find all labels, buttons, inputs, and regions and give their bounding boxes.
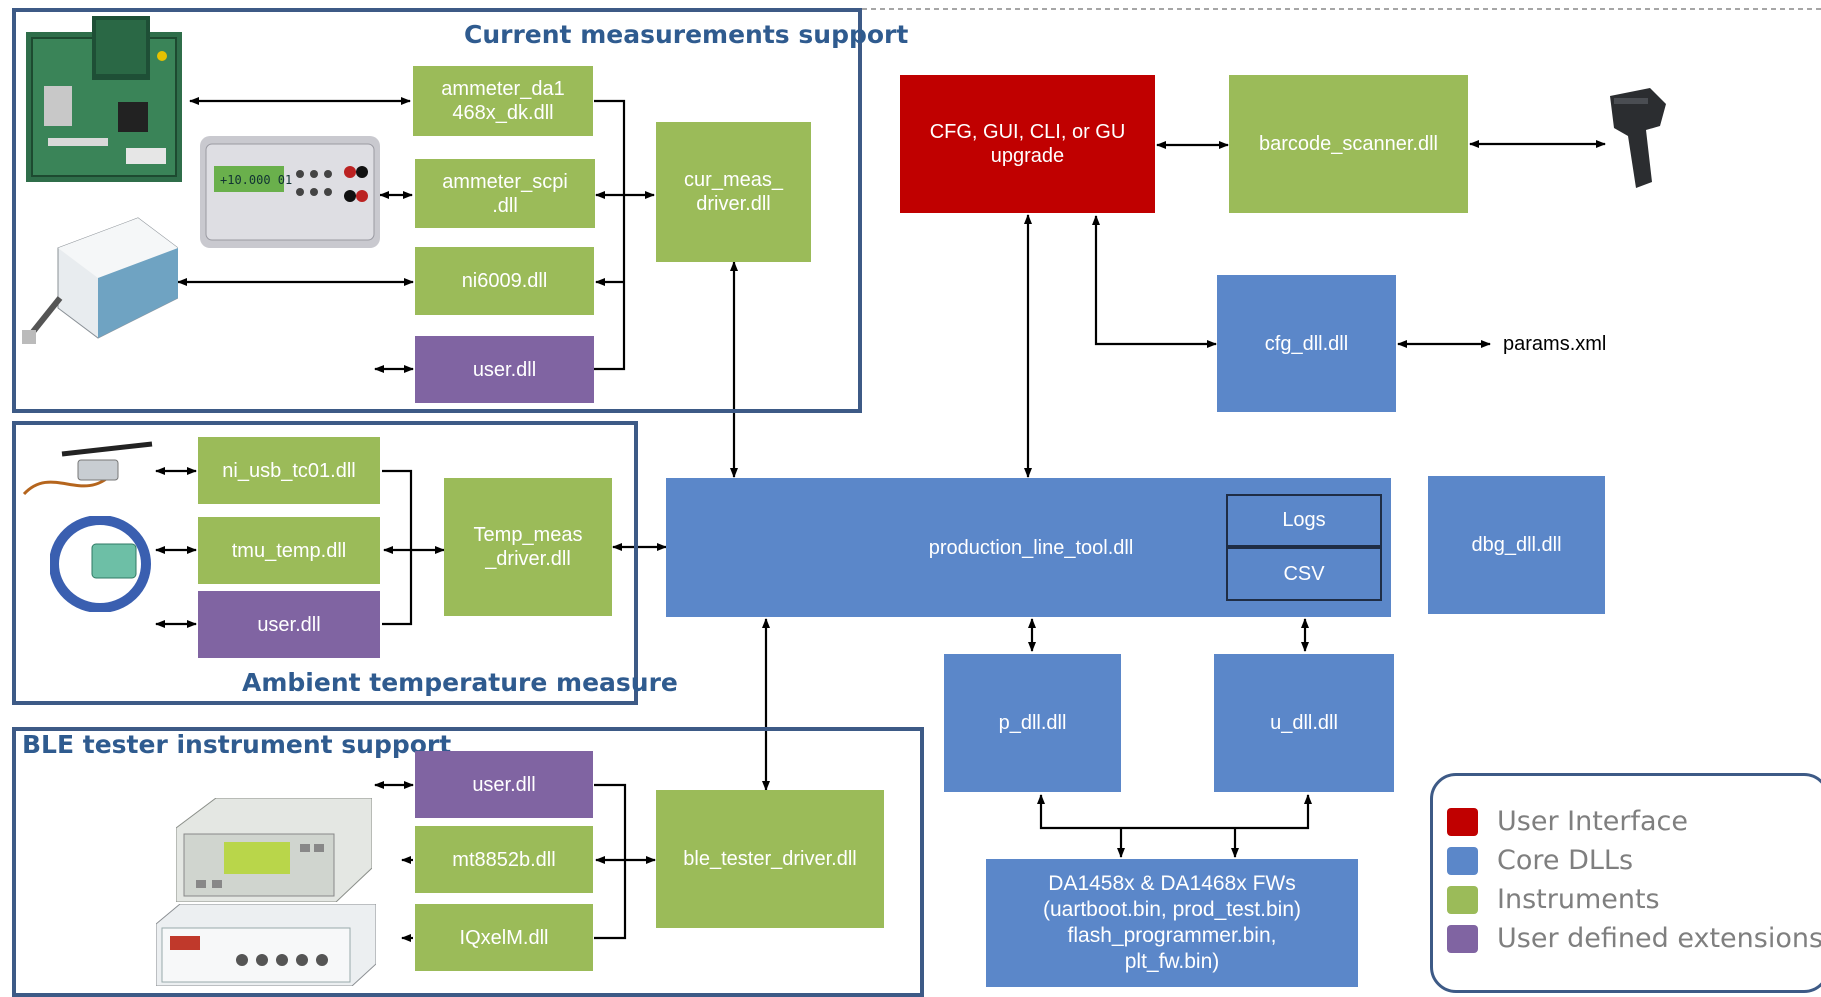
user-dll-temp[interactable]: user.dll — [198, 591, 380, 658]
legend-label: Core DLLs — [1497, 845, 1634, 876]
temp-meas-driver-dll[interactable]: Temp_meas _driver.dll — [444, 478, 612, 616]
mt8852b-dll[interactable]: mt8852b.dll — [415, 826, 593, 893]
thermocouple-image — [22, 441, 153, 496]
p-dll-box[interactable]: p_dll.dll — [944, 654, 1121, 792]
tmu-temp-dll[interactable]: tmu_temp.dll — [198, 517, 380, 584]
cur-meas-driver-dll[interactable]: cur_meas_ driver.dll — [656, 122, 811, 262]
production-line-tool-label: production_line_tool.dll — [928, 537, 1134, 559]
legend-item-user-defined-extensions: User defined extensions — [1447, 923, 1821, 954]
ammeter-scpi-dll[interactable]: ammeter_scpi .dll — [415, 159, 595, 228]
dbg-dll-box[interactable]: dbg_dll.dll — [1428, 476, 1605, 614]
legend-item-user-interface: User Interface — [1447, 806, 1688, 837]
params-xml-label: params.xml — [1503, 333, 1607, 355]
dev-kit-board-image — [26, 16, 182, 182]
legend-item-instruments: Instruments — [1447, 884, 1660, 915]
ble-tester-title: BLE tester instrument support — [22, 730, 452, 759]
legend-label: User defined extensions — [1497, 923, 1821, 954]
temperature-probe-image — [50, 516, 151, 612]
legend-label: User Interface — [1497, 806, 1689, 837]
ni-usb-daq-image — [22, 217, 178, 344]
barcode-scanner-dll[interactable]: barcode_scanner.dll — [1229, 75, 1468, 213]
ambient-temperature-group — [12, 421, 638, 705]
user-dll-ble[interactable]: user.dll — [415, 751, 593, 818]
legend: User Interface Core DLLs Instruments Use… — [1430, 773, 1821, 993]
logs-box[interactable]: Logs — [1226, 494, 1382, 547]
legend-swatch — [1447, 885, 1478, 914]
legend-swatch — [1447, 846, 1478, 875]
ni6009-dll[interactable]: ni6009.dll — [415, 247, 594, 315]
ble-tester-driver-dll[interactable]: ble_tester_driver.dll — [656, 790, 884, 928]
user-dll-current[interactable]: user.dll — [415, 336, 594, 403]
multimeter-image: +10.000 01 — [200, 136, 380, 248]
current-measurements-title: Current measurements support — [464, 20, 909, 49]
firmware-box[interactable]: DA1458x & DA1468x FWs (uartboot.bin, pro… — [986, 859, 1358, 987]
svg-text:+10.000 01: +10.000 01 — [220, 173, 292, 187]
current-measurements-group — [12, 8, 862, 413]
legend-swatch — [1447, 807, 1478, 836]
mt8852b-instrument-image — [176, 798, 372, 902]
legend-label: Instruments — [1497, 884, 1660, 915]
barcode-scanner-image — [1610, 88, 1666, 188]
ni-usb-tc01-dll[interactable]: ni_usb_tc01.dll — [198, 437, 380, 504]
legend-item-core-dlls: Core DLLs — [1447, 845, 1633, 876]
legend-swatch — [1447, 924, 1478, 953]
u-dll-box[interactable]: u_dll.dll — [1214, 654, 1394, 792]
cfg-dll-box[interactable]: cfg_dll.dll — [1217, 275, 1396, 412]
ambient-temperature-title: Ambient temperature measure — [242, 668, 678, 697]
ammeter-da1468x-dll[interactable]: ammeter_da1 468x_dk.dll — [413, 66, 593, 136]
iqxel-instrument-image — [156, 904, 376, 986]
cfg-gui-cli-upgrade-box[interactable]: CFG, GUI, CLI, or GU upgrade — [900, 75, 1155, 213]
iqxelm-dll[interactable]: IQxelM.dll — [415, 904, 593, 971]
csv-box[interactable]: CSV — [1226, 547, 1382, 601]
